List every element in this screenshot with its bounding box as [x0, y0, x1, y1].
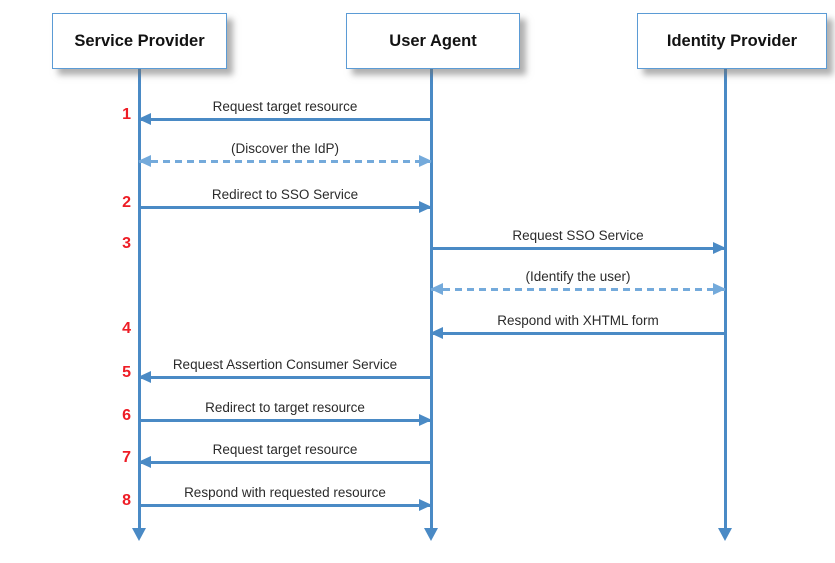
arrowhead-left-icon: [138, 113, 151, 125]
message-label: Request target resource: [212, 99, 358, 114]
lifeline-user-agent: [430, 67, 433, 528]
arrowhead-right-icon: [419, 201, 432, 213]
lifeline-service-provider: [138, 67, 141, 528]
message-request-target-resource-2: Request target resource: [138, 442, 431, 468]
arrowhead-left-icon: [138, 371, 151, 383]
message-respond-with-requested-resource: Respond with requested resource: [139, 485, 432, 511]
step-number-2: 2: [122, 194, 131, 211]
message-label: (Identify the user): [525, 269, 631, 284]
arrowhead-left-icon: [430, 283, 443, 295]
step-number-1: 1: [122, 106, 131, 123]
message-label: Redirect to SSO Service: [211, 187, 359, 202]
message-label: Request target resource: [212, 442, 358, 457]
step-number-4: 4: [122, 320, 131, 337]
message-label: (Discover the IdP): [230, 141, 340, 156]
step-number-5: 5: [122, 364, 131, 381]
message-label: Request Assertion Consumer Service: [172, 357, 398, 372]
step-number-8: 8: [122, 492, 131, 509]
actor-user-agent: User Agent: [346, 13, 520, 69]
message-label: Respond with XHTML form: [497, 313, 659, 328]
arrowhead-right-icon: [713, 283, 726, 295]
message-identify-the-user: (Identify the user): [430, 269, 726, 295]
message-request-sso-service: Request SSO Service: [431, 228, 726, 254]
message-label: Respond with requested resource: [184, 485, 386, 500]
message-discover-the-idp: (Discover the IdP): [138, 141, 432, 167]
arrowhead-right-icon: [419, 414, 432, 426]
message-redirect-to-sso-service: Redirect to SSO Service: [139, 187, 432, 213]
message-request-target-resource-1: Request target resource: [138, 99, 431, 125]
message-request-assertion-consumer-service: Request Assertion Consumer Service: [138, 357, 431, 383]
message-redirect-to-target-resource: Redirect to target resource: [139, 400, 432, 426]
arrowhead-left-icon: [138, 456, 151, 468]
lifeline-end-arrow-icon: [718, 528, 732, 541]
lifeline-end-arrow-icon: [424, 528, 438, 541]
message-label: Redirect to target resource: [205, 400, 365, 415]
arrowhead-left-icon: [138, 155, 151, 167]
lifeline-end-arrow-icon: [132, 528, 146, 541]
message-label: Request SSO Service: [512, 228, 644, 243]
step-number-6: 6: [122, 407, 131, 424]
lifeline-identity-provider: [724, 67, 727, 528]
arrowhead-right-icon: [419, 155, 432, 167]
message-respond-with-xhtml-form: Respond with XHTML form: [430, 313, 725, 339]
step-number-3: 3: [122, 235, 131, 252]
actor-identity-provider: Identity Provider: [637, 13, 827, 69]
arrowhead-left-icon: [430, 327, 443, 339]
actor-label: User Agent: [389, 31, 477, 50]
step-number-7: 7: [122, 449, 131, 466]
actor-label: Service Provider: [74, 31, 205, 50]
actor-service-provider: Service Provider: [52, 13, 227, 69]
actor-label: Identity Provider: [666, 31, 798, 50]
arrowhead-right-icon: [713, 242, 726, 254]
arrowhead-right-icon: [419, 499, 432, 511]
